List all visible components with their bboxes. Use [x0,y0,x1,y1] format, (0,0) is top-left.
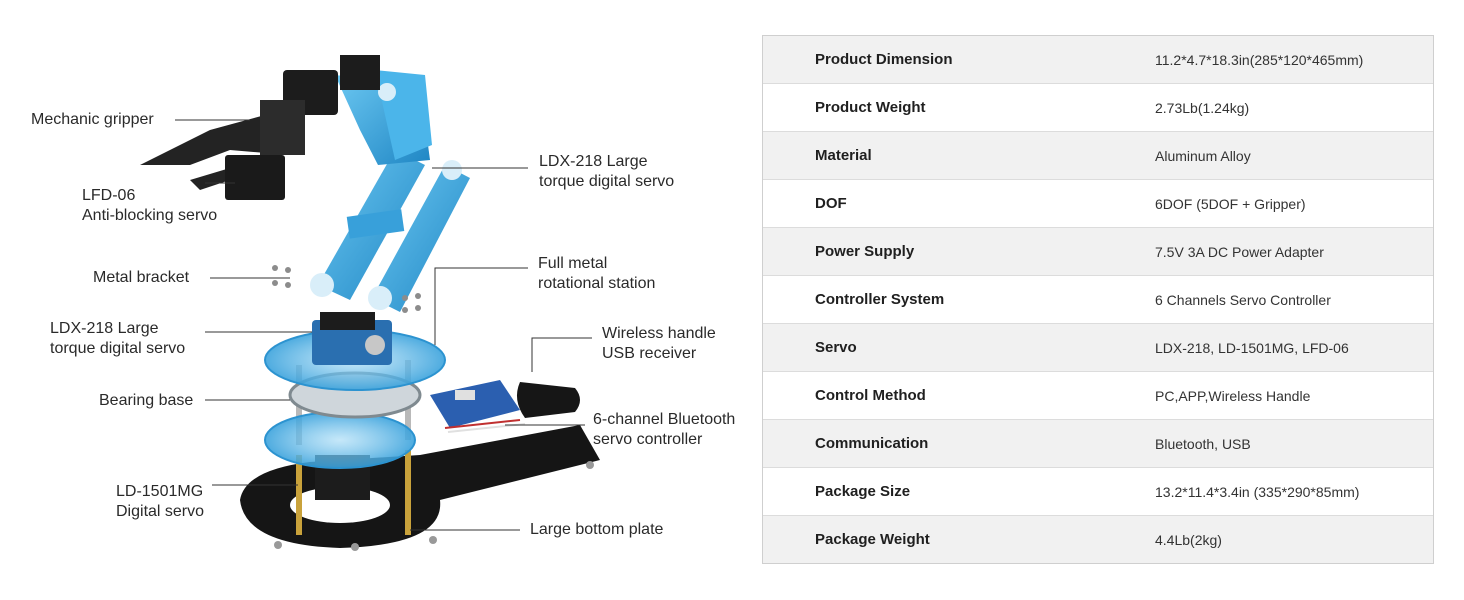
arm-lower-links [310,150,470,312]
spec-label: DOF [815,195,847,212]
spec-label: Communication [815,435,929,452]
callout-mechanic-gripper: Mechanic gripper [31,111,154,128]
callout-bt-controller-line2: servo controller [593,431,703,448]
controller-board [430,380,580,433]
callout-rot-station-line2: rotational station [538,275,656,292]
callout-rot-station-line1: Full metal [538,255,608,272]
spec-label: Control Method [815,387,926,404]
spec-value: LDX-218, LD-1501MG, LFD-06 [1155,339,1349,356]
callout-wireless-line1: Wireless handle [602,325,716,342]
spec-label: Package Weight [815,531,930,548]
leader-lines [175,119,592,531]
gripper-shape [140,100,305,200]
spec-value: Bluetooth, USB [1155,435,1251,452]
callout-ldx218-left-desc: torque digital servo [50,340,186,357]
spec-row: Servo LDX-218, LD-1501MG, LFD-06 [763,324,1433,372]
callout-ldx218-left-model: LDX-218 Large [50,320,159,337]
robot-arm-exploded-diagram: Mechanic gripper LFD-06 Anti-blocking se… [31,55,736,551]
callout-lfd06-desc: Anti-blocking servo [82,207,218,224]
spec-table: Product Dimension 11.2*4.7*18.3in(285*12… [762,35,1434,564]
spec-row: Communication Bluetooth, USB [763,420,1433,468]
spec-value: PC,APP,Wireless Handle [1155,387,1311,404]
spec-label: Power Supply [815,243,915,260]
callout-bt-controller-line1: 6-channel Bluetooth [593,411,736,428]
spec-label: Material [815,147,872,164]
spec-row: Package Size 13.2*11.4*3.4in (335*290*85… [763,468,1433,516]
spec-value: 4.4Lb(2kg) [1155,531,1222,548]
callout-ldx218-right-desc: torque digital servo [539,173,675,190]
spec-row: Power Supply 7.5V 3A DC Power Adapter [763,228,1433,276]
screws [272,265,421,313]
spec-row: Control Method PC,APP,Wireless Handle [763,372,1433,420]
arm-upper-links [283,55,462,180]
callout-ldx218-right-model: LDX-218 Large [539,153,648,170]
spec-value: 11.2*4.7*18.3in(285*120*465mm) [1155,51,1364,68]
callout-wireless-line2: USB receiver [602,345,697,362]
callout-lfd06-model: LFD-06 [82,187,136,204]
spec-row: Product Dimension 11.2*4.7*18.3in(285*12… [763,36,1433,84]
spec-row: Package Weight 4.4Lb(2kg) [763,516,1433,563]
spec-row: DOF 6DOF (5DOF + Gripper) [763,180,1433,228]
spec-value: 2.73Lb(1.24kg) [1155,99,1250,116]
spec-row: Controller System 6 Channels Servo Contr… [763,276,1433,324]
spec-label: Package Size [815,483,911,500]
robot-arm-illustration [140,55,600,551]
spec-label: Controller System [815,291,945,308]
spec-value: 7.5V 3A DC Power Adapter [1155,243,1324,260]
spec-value: 6 Channels Servo Controller [1155,291,1331,308]
callout-ld1501-model: LD-1501MG [116,483,204,500]
callout-bottom-plate: Large bottom plate [530,521,664,538]
spec-value: 13.2*11.4*3.4in (335*290*85mm) [1155,483,1360,500]
spec-label: Servo [815,339,857,356]
spec-label: Product Weight [815,99,926,116]
spec-value: Aluminum Alloy [1155,147,1251,164]
spec-value: 6DOF (5DOF + Gripper) [1155,195,1306,212]
callout-ld1501-desc: Digital servo [116,503,205,520]
spec-row: Product Weight 2.73Lb(1.24kg) [763,84,1433,132]
spec-label: Product Dimension [815,51,953,68]
spec-row: Material Aluminum Alloy [763,132,1433,180]
callout-bearing-base: Bearing base [99,392,194,409]
callout-metal-bracket: Metal bracket [93,269,190,286]
lower-disc [264,411,416,469]
